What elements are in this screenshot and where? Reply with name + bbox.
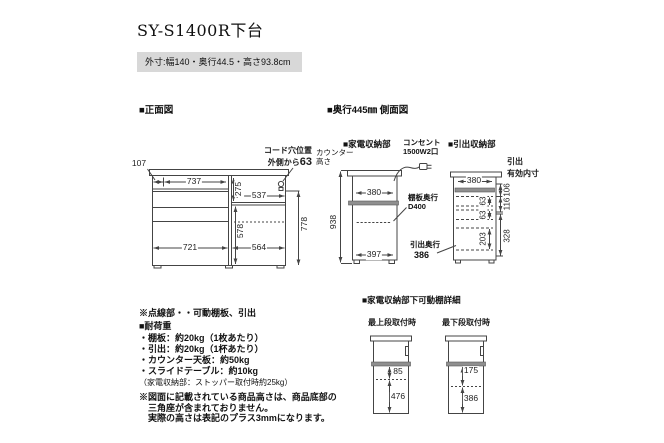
dim-175: 175	[462, 365, 480, 376]
drawer-section-heading: ■引出収納部	[448, 139, 496, 149]
drawer-inner-line1: 引出	[507, 157, 523, 166]
dim-578: 578	[235, 222, 246, 240]
load-item-drawer: ・引出：約20kg（1杯あたり）	[139, 344, 264, 354]
dim-386: 386	[462, 393, 480, 404]
dim-116: 116	[502, 196, 512, 212]
height-note-line3: 実際の高さは表記のプラス3mmになります。	[148, 413, 330, 423]
dim-564: 564	[250, 242, 268, 253]
dotted-line-note: ※点線部・・可動棚板、引出	[139, 308, 257, 318]
outer-dimensions-badge: 外寸:幅140・奥行44.5・高さ93.8cm	[137, 52, 302, 72]
dim-63a: 63	[478, 195, 488, 207]
dim-476: 476	[389, 391, 407, 402]
load-sub-note: （家電収納部：ストッパー取付時約25kg）	[139, 378, 293, 387]
slide-table	[348, 200, 399, 206]
load-item-counter: ・カウンター天板：約50kg	[139, 355, 250, 365]
counter-height-line1: カウンター	[316, 148, 354, 157]
door-handle	[480, 346, 484, 356]
cord-hole-note-value: 63	[299, 155, 312, 168]
outlet-line2: 1500W2口	[403, 146, 439, 156]
dim-328: 328	[502, 228, 512, 244]
height-note-line1: ※図面に記載されている商品高さは、商品底部の	[139, 392, 337, 402]
shelf-depth-label: 棚板奥行 D400	[408, 193, 438, 211]
shelf-detail-top-drawing	[370, 335, 412, 414]
plug-icon	[419, 163, 428, 170]
dim-721: 721	[181, 242, 199, 253]
height-note-line2: 三角座が含まれておりません。	[148, 403, 274, 413]
drawer-inner-line2: 有効内寸	[507, 169, 539, 178]
appliance-section-heading: ■家電収納部	[343, 139, 391, 149]
dim-778: 778	[299, 215, 310, 233]
dim-737: 737	[185, 176, 203, 187]
dim-85: 85	[392, 366, 404, 377]
dim-537: 537	[250, 190, 268, 201]
dim-380-appliance: 380	[365, 187, 383, 198]
dim-275: 275	[233, 180, 244, 198]
dim-107: 107	[130, 158, 148, 169]
drawer-depth-line2: 386	[414, 249, 430, 260]
load-item-shelf: ・棚板：約20kg（1枚あたり）	[139, 333, 264, 343]
door-handle	[405, 346, 409, 356]
load-item-slide-table: ・スライドテーブル：約10kg	[139, 366, 258, 376]
outlet-label: コンセント 1500W2口	[403, 138, 441, 156]
counter-height-line2: 高さ	[316, 156, 331, 166]
shelf-depth-line2: D400	[408, 201, 426, 211]
drawer-inner-label: 引出 有効内寸	[507, 156, 539, 180]
appliance-side-drawing	[338, 163, 457, 264]
drawer-depth-line1: 引出奥行	[410, 240, 440, 249]
shelf-depth-line1: 棚板奥行	[408, 193, 438, 202]
shelf-top-position-label: 最上段取付時	[368, 318, 416, 327]
shelf-bottom-position-label: 最下段取付時	[442, 318, 490, 327]
shelf-detail-bottom-drawing	[445, 335, 487, 414]
page-title: SY-S1400R下台	[137, 21, 264, 40]
cord-hole-note-prefix: 外側から	[267, 157, 300, 167]
front-view-heading: ■正面図	[139, 105, 174, 116]
shelf-detail-heading: ■家電収納部下可動棚詳細	[362, 295, 461, 305]
cord-hole-note: コード穴位置 外側から63	[256, 146, 312, 169]
side-view-heading: ■奥行445㎜ 側面図	[327, 105, 409, 116]
dim-380-drawer: 380	[465, 175, 483, 186]
dim-938: 938	[328, 213, 339, 231]
drawer-depth-label: 引出奥行 386	[410, 240, 440, 260]
cord-hole-note-line1: コード穴位置	[264, 146, 312, 155]
front-view-drawing	[147, 167, 301, 269]
dim-63b: 63	[478, 209, 488, 220]
power-cord	[393, 166, 420, 182]
load-capacity-heading: ■耐荷重	[139, 321, 172, 331]
dim-106: 106	[502, 182, 512, 198]
dim-203: 203	[478, 231, 488, 247]
cord-hole	[277, 180, 285, 188]
outlet-line1: コンセント	[403, 138, 441, 147]
dim-397: 397	[365, 249, 383, 260]
counter-height-label: カウンター 高さ	[316, 148, 354, 166]
